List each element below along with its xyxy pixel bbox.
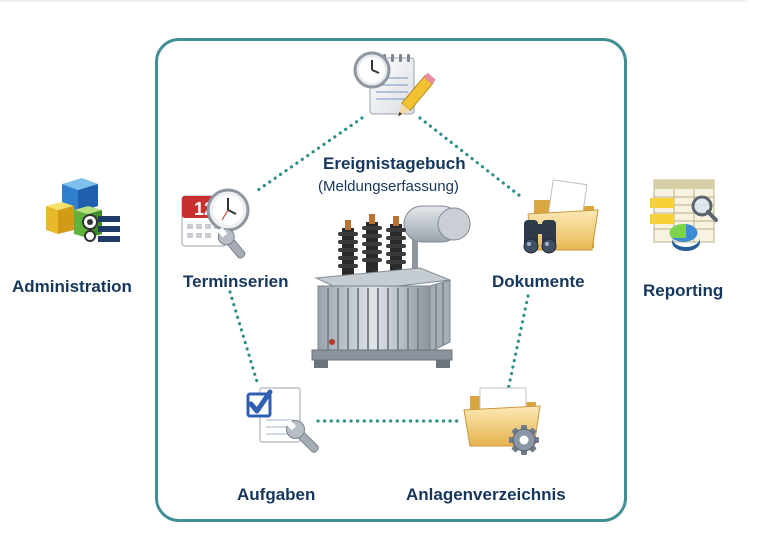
label-administration[interactable]: Administration (12, 277, 132, 296)
link-ereignis-dokumente (418, 116, 522, 198)
clock-notepad-pencil-icon[interactable] (348, 48, 438, 128)
checklist-wrench-icon[interactable] (240, 382, 330, 462)
label-anlagenverzeichnis[interactable]: Anlagenverzeichnis (406, 485, 566, 504)
module-frame (155, 38, 627, 522)
transformer-icon (311, 205, 471, 368)
link-dokumente-anlagen (506, 294, 530, 392)
calendar-clock-wrench-icon[interactable]: 12 (178, 180, 260, 260)
link-ereignis-termin (256, 116, 364, 192)
report-chart-icon[interactable] (644, 176, 724, 256)
label-dokumente[interactable]: Dokumente (492, 272, 585, 291)
folder-binoculars-icon[interactable] (516, 178, 604, 258)
label-aufgaben[interactable]: Aufgaben (237, 485, 316, 504)
label-ereignistagebuch-sub: (Meldungserfassung) (318, 178, 459, 195)
label-terminserien[interactable]: Terminserien (183, 272, 289, 291)
link-termin-aufgaben (228, 290, 260, 387)
cubes-icon[interactable] (40, 176, 124, 248)
top-divider (0, 0, 748, 2)
label-reporting[interactable]: Reporting (643, 281, 724, 300)
folder-gear-icon[interactable] (460, 382, 550, 462)
label-ereignistagebuch[interactable]: Ereignistagebuch (323, 154, 466, 173)
